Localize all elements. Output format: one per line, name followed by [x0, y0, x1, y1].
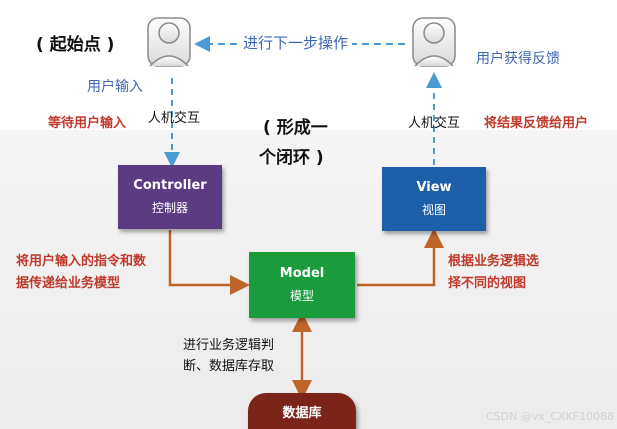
controller-to-model-arrow — [168, 230, 250, 295]
db-ops-line2: 断、数据库存取 — [183, 359, 275, 374]
feedback-result-label: 将结果反馈给用户 — [484, 116, 589, 131]
select-view-line1: 根据业务逻辑选 — [448, 254, 540, 269]
watermark-text: CSDN @vx_CXKF10088 — [486, 410, 615, 423]
model-subtitle: 模型 — [289, 289, 314, 303]
database-box: 数据库 — [248, 393, 356, 429]
start-label: ( 起始点 ) — [36, 35, 115, 55]
hci-left-label: 人机交互 — [148, 111, 201, 126]
db-ops-line1: 进行业务逻辑判 — [183, 338, 275, 353]
controller-title: Controller — [133, 178, 207, 193]
model-box: Model 模型 — [249, 252, 355, 318]
to-model-line1: 将用户输入的指令和数 — [16, 254, 147, 269]
model-to-view-arrow — [357, 228, 444, 287]
cycle-label-line2: 个闭环 ) — [259, 148, 324, 168]
model-title: Model — [279, 266, 325, 281]
user-icon-left — [147, 17, 191, 67]
controller-subtitle: 控制器 — [151, 201, 188, 215]
to-model-line2: 据传递给业务模型 — [16, 276, 121, 291]
view-box: View 视图 — [382, 167, 486, 231]
view-title: View — [416, 180, 452, 195]
user-feedback-label: 用户获得反馈 — [476, 51, 560, 67]
select-view-line2: 择不同的视图 — [448, 276, 527, 291]
user-icon-right — [412, 17, 456, 67]
controller-box: Controller 控制器 — [118, 165, 222, 229]
wait-input-label: 等待用户输入 — [48, 116, 127, 131]
next-step-label: 进行下一步操作 — [239, 36, 353, 51]
hci-right-label: 人机交互 — [408, 116, 461, 131]
database-title: 数据库 — [282, 405, 322, 421]
cycle-label-line1: ( 形成一 — [263, 118, 328, 138]
view-subtitle: 视图 — [421, 203, 446, 217]
user-input-label: 用户输入 — [87, 79, 143, 95]
